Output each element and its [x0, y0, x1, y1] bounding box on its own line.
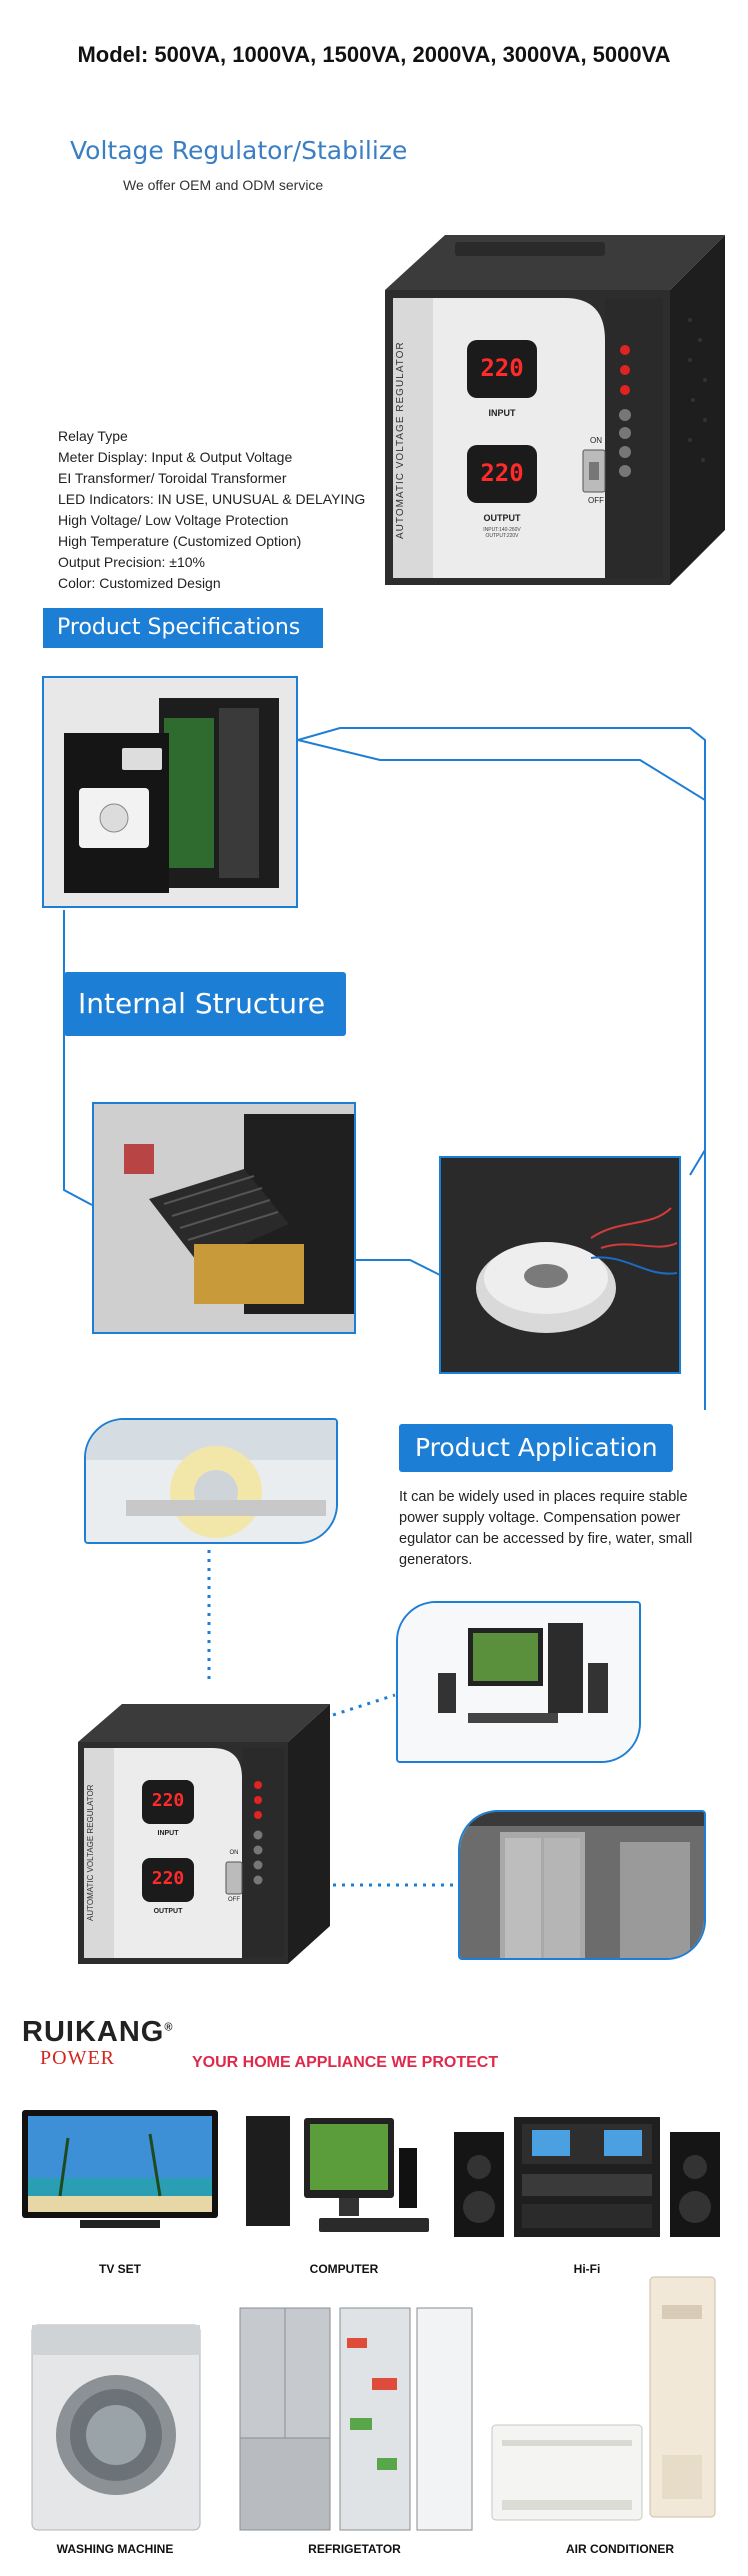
feature-item: EI Transformer/ Toroidal Transformer	[58, 470, 287, 486]
output-display: 220	[151, 1868, 185, 1889]
voltage-regulator-application-image: AUTOMATIC VOLTAGE REGULATOR 220 INPUT 22…	[72, 1700, 334, 1968]
feature-item: Output Precision: ±10%	[58, 554, 205, 570]
brand-slogan: YOUR HOME APPLIANCE WE PROTECT	[192, 2054, 499, 2071]
internal-photo-toroidal-transformer	[439, 1156, 681, 1374]
registered-mark: ®	[164, 2021, 174, 2034]
voltage-regulator-image: AUTOMATIC VOLTAGE REGULATOR 220 INPUT 22…	[375, 230, 730, 590]
feature-item: Color: Customized Design	[58, 575, 221, 591]
internal-photo-ei-transformer	[92, 1102, 356, 1334]
device-side-label: AUTOMATIC VOLTAGE REGULATOR	[395, 341, 406, 539]
feature-item: High Temperature (Customized Option)	[58, 533, 302, 549]
model-line: Model: 500VA, 1000VA, 1500VA, 2000VA, 30…	[77, 42, 671, 67]
feature-list: Relay Type Meter Display: Input & Output…	[58, 426, 365, 594]
computer-image	[244, 2108, 444, 2243]
appliance-label-air-conditioner: AIR CONDITIONER	[566, 2542, 674, 2556]
air-conditioner-image	[490, 2275, 730, 2535]
output-label: OUTPUT	[483, 513, 521, 523]
feature-item: Relay Type	[58, 428, 128, 444]
feature-item: High Voltage/ Low Voltage Protection	[58, 512, 289, 528]
appliance-label-computer: COMPUTER	[309, 2262, 379, 2276]
internal-photo-open-unit	[42, 676, 298, 908]
application-photo-elevator	[458, 1810, 706, 1960]
hifi-image	[452, 2112, 722, 2242]
application-dotted-connectors	[207, 1550, 455, 1887]
refrigerator-image	[232, 2298, 477, 2533]
on-label: ON	[229, 1850, 239, 1856]
output-label: OUTPUT	[153, 1908, 183, 1915]
product-title: Voltage Regulator/Stabilize	[70, 136, 408, 165]
appliance-label-hifi: Hi-Fi	[573, 2262, 601, 2276]
application-photo-computer	[396, 1601, 641, 1763]
device-side-label: AUTOMATIC VOLTAGE REGULATOR	[86, 1784, 95, 1921]
oem-subtitle: We offer OEM and ODM service	[123, 177, 324, 193]
appliance-label-washing-machine: WASHING MACHINE	[56, 2542, 174, 2556]
off-label: OFF	[228, 1897, 240, 1903]
off-label: OFF	[588, 496, 604, 505]
input-display: 220	[151, 1790, 185, 1811]
input-label: INPUT	[488, 408, 516, 418]
appliance-label-tv: TV SET	[98, 2262, 141, 2276]
input-label: INPUT	[157, 1830, 179, 1837]
tv-set-image	[20, 2108, 220, 2238]
brand-name-text: RUIKANG	[22, 2016, 165, 2048]
internal-structure-heading: Internal Structure	[64, 972, 346, 1036]
application-description: It can be widely used in places require …	[399, 1489, 693, 1568]
washing-machine-image	[22, 2305, 210, 2535]
feature-item: Meter Display: Input & Output Voltage	[58, 449, 293, 465]
output-display: 220	[480, 459, 524, 487]
brand-name: RUIKANG®	[22, 2016, 173, 2049]
brand-power: POWER	[40, 2047, 115, 2069]
application-photo-medical-scanner	[84, 1418, 338, 1544]
rating-text: INPUT:140-260V OUTPUT:220V	[483, 527, 521, 539]
product-specifications-heading: Product Specifications	[43, 608, 323, 648]
input-display: 220	[480, 354, 524, 382]
on-label: ON	[590, 436, 602, 445]
appliance-label-refrigerator: REFRIGETATOR	[308, 2542, 401, 2556]
feature-item: LED Indicators: IN USE, UNUSUAL & DELAYI…	[58, 491, 366, 507]
product-application-heading: Product Application	[399, 1424, 673, 1472]
